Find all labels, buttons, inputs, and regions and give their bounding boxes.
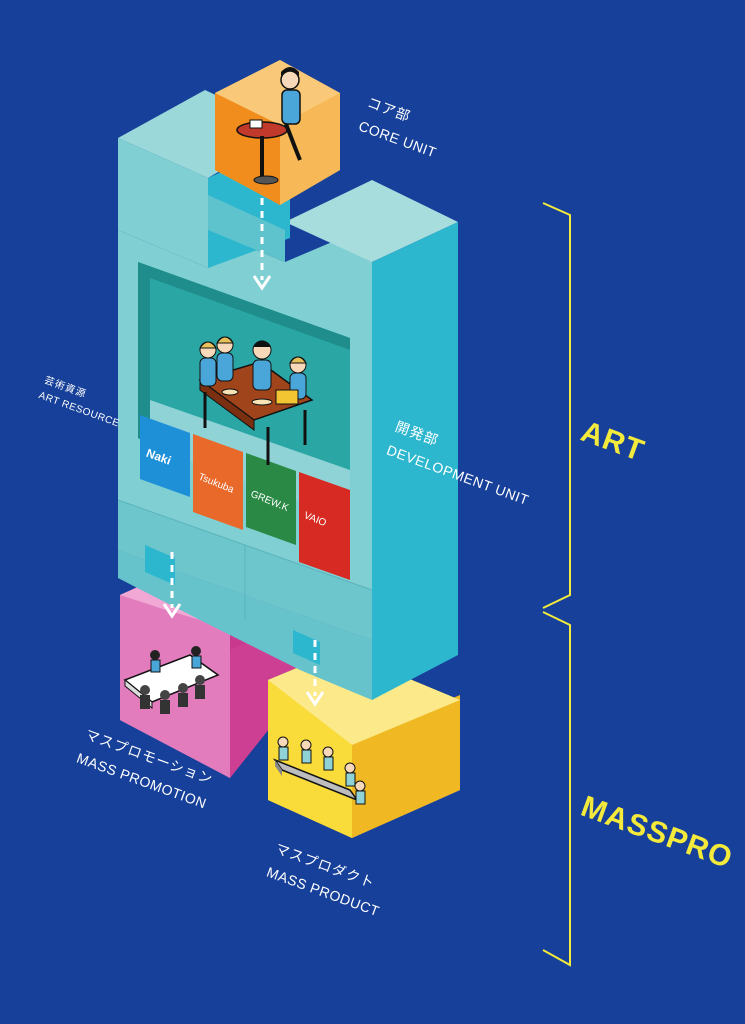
art-bracket: [542, 202, 571, 609]
masspro-bracket: [542, 611, 571, 967]
brand-tile-vaio: VAIO: [299, 472, 350, 580]
art-resource-tiles: Naki Tsukuba GREW.K VAIO: [140, 415, 350, 580]
brand-tile-tsukuba: Tsukuba: [193, 434, 243, 530]
core-unit-person-illustration: [236, 67, 302, 185]
brand-tile-naki: Naki: [140, 415, 190, 497]
development-team-illustration: [198, 336, 314, 465]
brand-tile-grewk: GREW.K: [246, 453, 296, 545]
development-to-product-arrow: [305, 640, 325, 707]
development-to-promotion-arrow: [162, 552, 182, 619]
mass-promotion-meeting-illustration: [123, 646, 220, 714]
core-to-development-arrow: [252, 198, 272, 291]
mass-product-line-illustration: [272, 736, 366, 805]
mass-product-block: [268, 650, 460, 838]
